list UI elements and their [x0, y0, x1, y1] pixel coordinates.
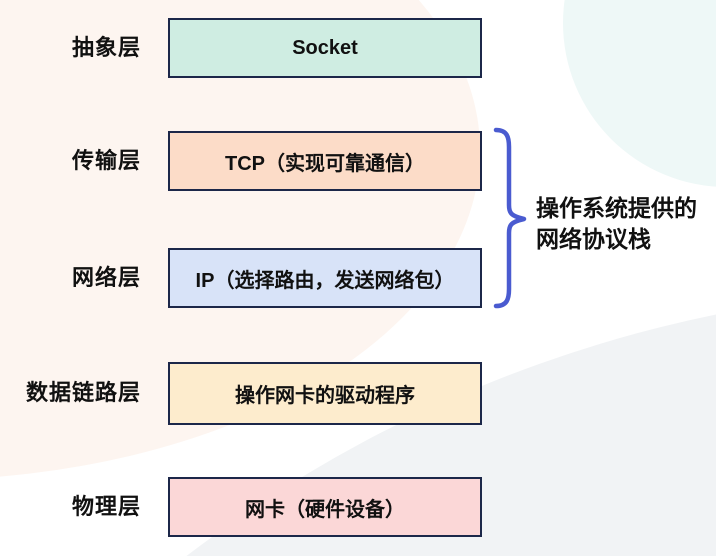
layer-box-nic: 网卡（硬件设备） — [168, 477, 482, 537]
brace-annotation: 操作系统提供的 网络协议栈 — [536, 193, 697, 255]
layer-label-datalink: 数据链路层 — [25, 380, 141, 405]
layer-box-socket-text: Socket — [292, 36, 358, 59]
brace-annotation-line1: 操作系统提供的 — [536, 195, 697, 221]
layer-label-network: 网络层 — [71, 265, 141, 290]
background-blob-mint — [563, 0, 716, 187]
layer-box-socket: Socket — [168, 18, 482, 78]
curly-brace-icon — [493, 127, 527, 309]
layer-box-tcp: TCP（实现可靠通信） — [168, 131, 482, 191]
layer-box-nic-text: 网卡（硬件设备） — [245, 498, 405, 521]
layer-box-tcp-text: TCP（实现可靠通信） — [225, 152, 425, 175]
layer-label-abstraction: 抽象层 — [71, 35, 141, 60]
layer-label-transport: 传输层 — [71, 148, 141, 173]
layer-box-driver-text: 操作网卡的驱动程序 — [235, 385, 415, 407]
layer-box-ip-text: IP（选择路由，发送网络包） — [195, 269, 455, 292]
layer-box-driver: 操作网卡的驱动程序 — [168, 362, 482, 425]
layer-box-ip: IP（选择路由，发送网络包） — [168, 248, 482, 308]
brace-annotation-line2: 网络协议栈 — [536, 226, 651, 252]
layer-label-physical: 物理层 — [71, 494, 141, 519]
